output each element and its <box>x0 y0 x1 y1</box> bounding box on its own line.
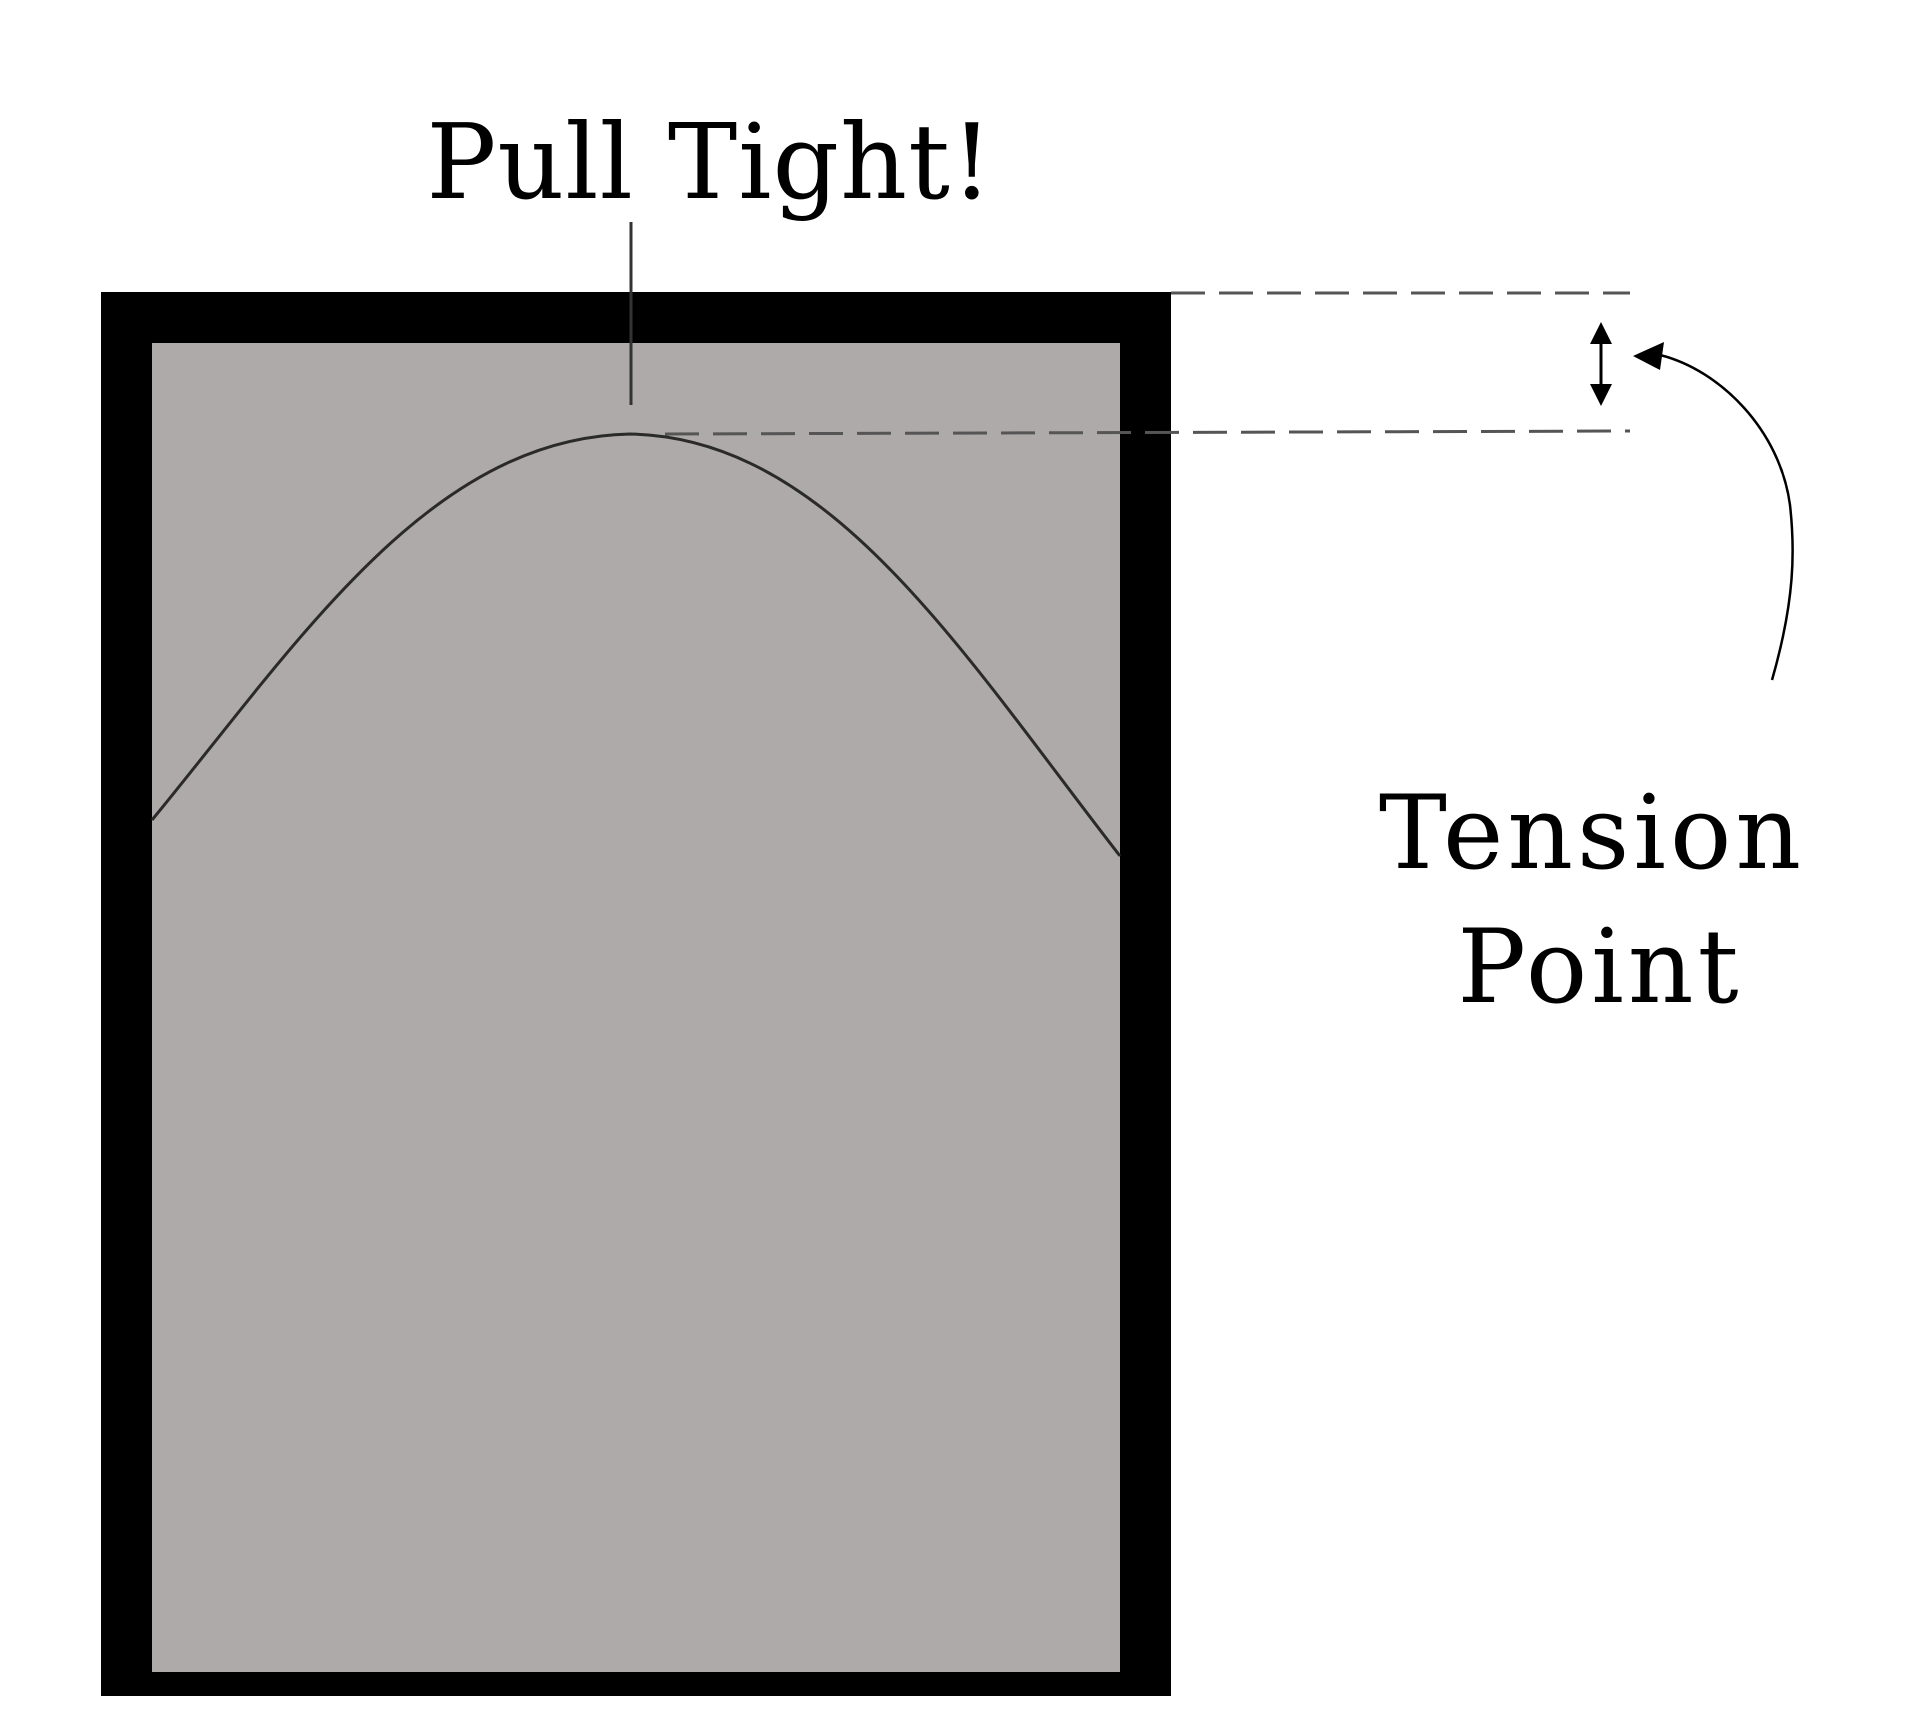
frame-inner <box>152 343 1120 1672</box>
pull-tight-label: Pull Tight! <box>426 101 993 223</box>
callout-arrow-icon <box>1633 342 1794 681</box>
tension-label: Tension <box>1379 774 1805 893</box>
point-label: Point <box>1457 908 1742 1027</box>
gap-double-arrow-icon <box>1590 322 1612 406</box>
tension-curve <box>150 432 1122 857</box>
peak-dashed-line <box>664 429 1631 436</box>
